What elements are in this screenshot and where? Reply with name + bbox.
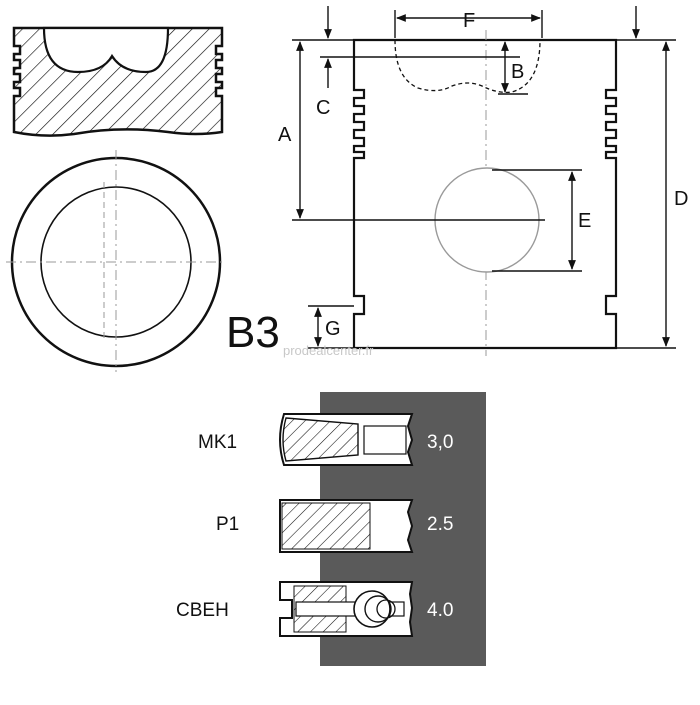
ring-profile-p1 (279, 499, 414, 553)
ring-profile-cbeh (279, 581, 414, 637)
ring-value-p1: 2.5 (427, 514, 453, 535)
piston-section-view (12, 26, 224, 137)
ring-value-cbeh: 4.0 (427, 600, 453, 621)
dim-label-a: A (278, 124, 292, 146)
piston-side-view (292, 30, 618, 356)
dim-label-d: D (674, 188, 688, 210)
dim-label-g: G (325, 318, 341, 340)
ring-name-cbeh: CBEH (176, 600, 229, 621)
dim-label-f: F (463, 10, 475, 32)
piston-top-view (6, 150, 226, 372)
dimension-lines (292, 6, 676, 349)
model-label: B3 (226, 308, 280, 357)
ring-value-mk1: 3,0 (427, 432, 453, 453)
dim-label-c: C (316, 97, 330, 119)
dim-label-e: E (578, 210, 591, 232)
ring-name-p1: P1 (216, 514, 239, 535)
ring-profile-mk1 (279, 413, 414, 466)
dim-label-b: B (511, 61, 524, 83)
watermark-text: prodealcenter.fr (283, 343, 374, 358)
ring-name-mk1: MK1 (198, 432, 237, 453)
